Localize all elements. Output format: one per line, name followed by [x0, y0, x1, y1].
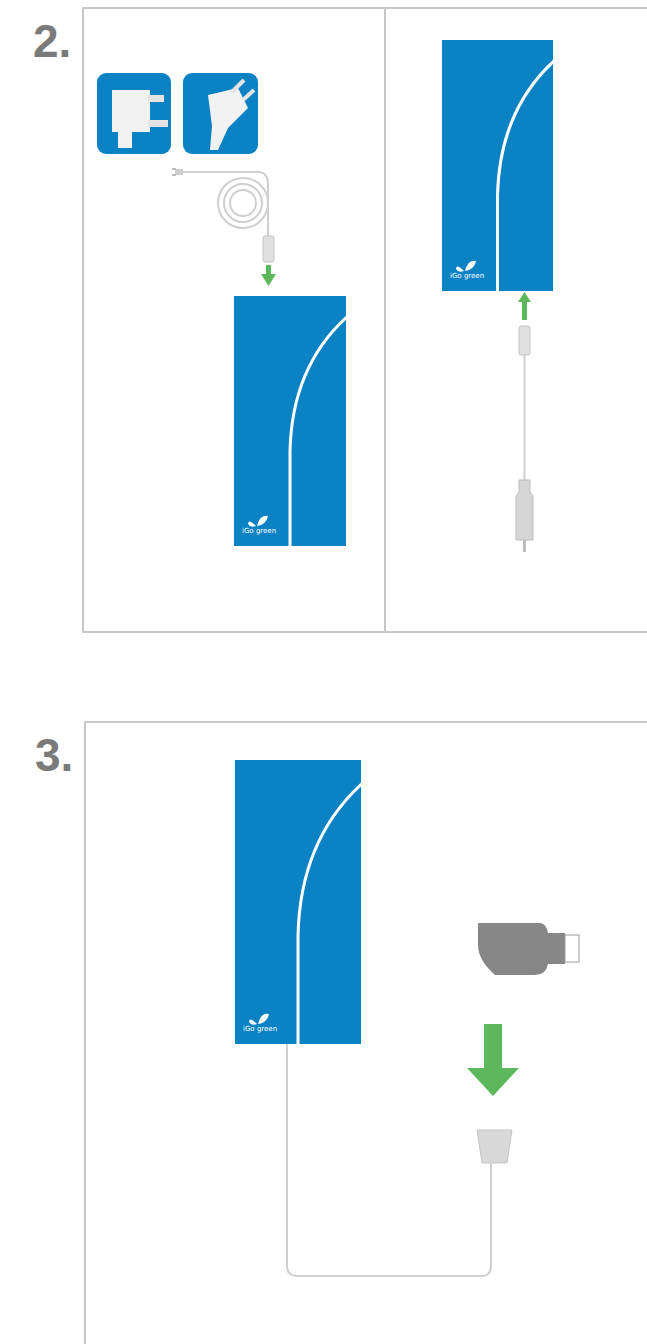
- car-plug: [516, 480, 533, 540]
- logo-leaf: [258, 1014, 269, 1024]
- logo-leaf: [257, 516, 268, 526]
- cable-connector: [477, 1130, 512, 1163]
- curve-line: [290, 316, 346, 546]
- logo-leaf: [248, 521, 256, 526]
- tip-pin: [565, 935, 579, 962]
- curve-line: [498, 60, 554, 291]
- uk-plug-icon: [97, 73, 171, 154]
- plug-pin: [172, 168, 176, 170]
- logo-text: iGo green: [243, 1025, 277, 1033]
- charger-unit: iGo green: [234, 296, 346, 546]
- curve-line: [298, 783, 361, 1044]
- charger-unit: iGo green: [235, 760, 361, 1044]
- cable: [287, 1044, 491, 1276]
- panel-divider: [384, 8, 386, 632]
- step-number: 3.: [35, 730, 73, 780]
- logo-leaf: [249, 1019, 257, 1024]
- cable: [183, 172, 268, 236]
- white-curve: [235, 760, 361, 1044]
- green-arrow: [484, 1024, 502, 1070]
- cable-connector: [519, 326, 530, 355]
- device-tip: [478, 923, 565, 975]
- eu-plug-pin: [232, 80, 244, 92]
- step-number: 2.: [33, 16, 71, 66]
- green-arrow: [467, 1068, 519, 1096]
- cable-connector: [263, 236, 274, 262]
- plug-pin: [172, 174, 176, 176]
- white-curve: [442, 40, 553, 291]
- car-plug-tip: [523, 540, 526, 552]
- charger-unit: iGo green: [442, 40, 553, 291]
- small-plug: [175, 169, 183, 175]
- cable: [524, 355, 526, 480]
- panel-frame: [85, 722, 647, 1344]
- white-curve: [234, 296, 346, 546]
- green-arrow: [261, 274, 276, 286]
- green-arrow: [518, 292, 531, 302]
- eu-plug-icon: [183, 73, 258, 154]
- eu-plug-pin: [243, 90, 254, 100]
- uk-plug-pin: [148, 95, 164, 102]
- cable-coil: [224, 184, 262, 222]
- logo-leaf: [465, 261, 476, 271]
- uk-plug-body: [112, 90, 150, 148]
- logo-text: iGo green: [242, 527, 276, 535]
- uk-plug-pin: [148, 120, 168, 127]
- eu-plug-body: [208, 88, 248, 150]
- logo-leaf: [456, 266, 464, 271]
- green-arrow: [522, 302, 527, 320]
- cable-coil: [218, 178, 268, 228]
- cable-coil: [230, 190, 256, 216]
- logo-text: iGo green: [450, 272, 484, 280]
- green-arrow: [266, 265, 271, 275]
- panel-frame: [83, 8, 647, 632]
